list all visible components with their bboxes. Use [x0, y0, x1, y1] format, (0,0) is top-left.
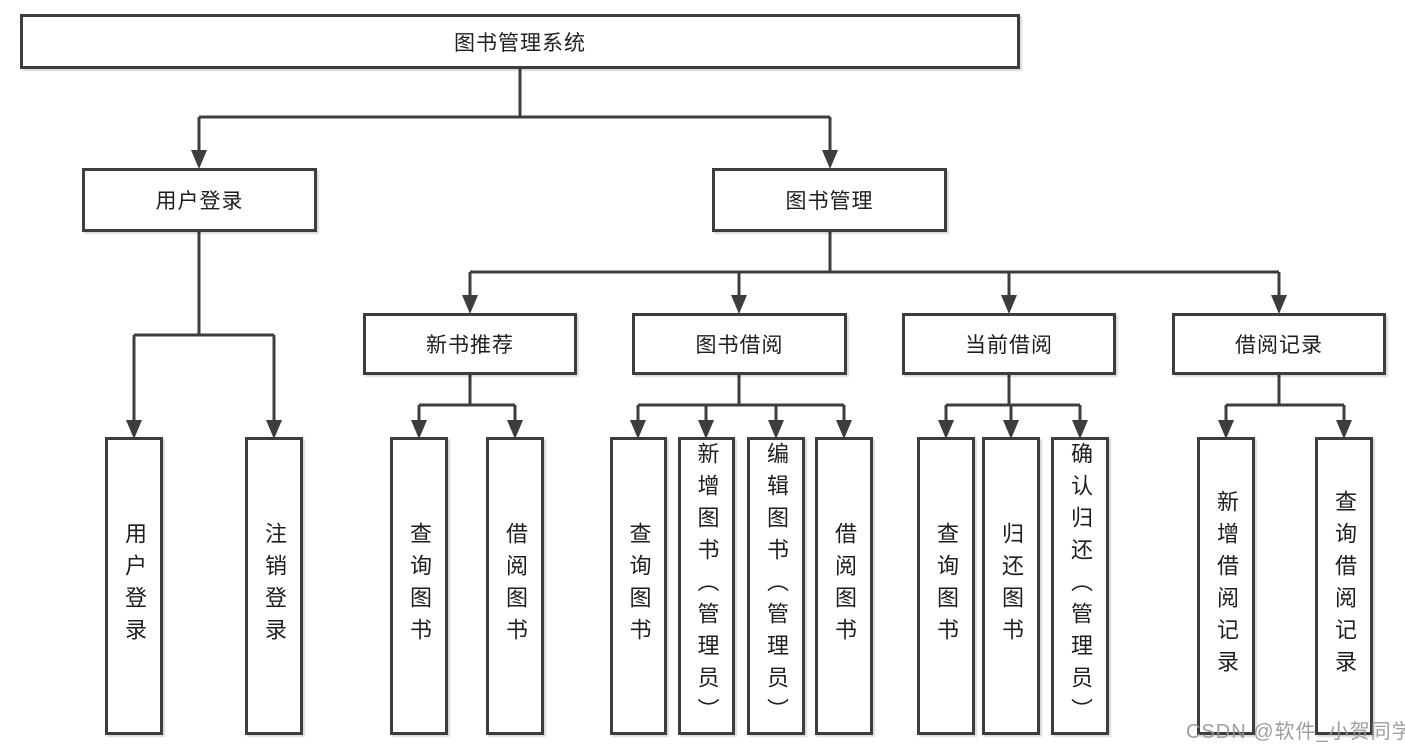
leaf-query-books-recommend: 查询图书: [390, 437, 448, 735]
leaf-edit-book-admin: 编辑图书（管理员）: [747, 437, 805, 735]
node-new-book-recommend: 新书推荐: [363, 313, 577, 375]
leaf-query-borrow-record: 查询借阅记录: [1315, 437, 1373, 735]
leaf-confirm-return-admin: 确认归还（管理员）: [1051, 437, 1109, 735]
leaf-query-books-borrow: 查询图书: [610, 437, 667, 735]
leaf-user-login: 用户登录: [105, 437, 163, 735]
leaf-label: 用户登录: [122, 522, 147, 650]
arrow-down-icon: [630, 420, 646, 439]
node-borrowing-records: 借阅记录: [1172, 313, 1386, 375]
leaf-label: 注销登录: [262, 522, 287, 650]
arrow-down-icon: [1271, 295, 1287, 314]
connector-current-borrow: [944, 375, 1082, 422]
arrowheads: [126, 150, 1352, 439]
leaf-label: 确认归还（管理员）: [1068, 442, 1093, 730]
leaf-label: 新增借阅记录: [1214, 490, 1239, 682]
arrow-down-icon: [1001, 295, 1017, 314]
leaf-borrow-books: 借阅图书: [815, 437, 873, 735]
leaf-label: 归还图书: [999, 522, 1024, 650]
node-book-borrowing: 图书借阅: [632, 313, 847, 375]
arrow-down-icon: [1072, 420, 1088, 439]
leaf-add-book-admin: 新增图书（管理员）: [678, 437, 735, 735]
arrow-down-icon: [266, 420, 282, 439]
leaf-label: 借阅图书: [503, 522, 528, 650]
arrow-down-icon: [938, 420, 954, 439]
connector-root: [197, 69, 832, 152]
leaf-label: 查询借阅记录: [1332, 490, 1357, 682]
arrow-down-icon: [1003, 420, 1019, 439]
arrow-down-icon: [836, 420, 852, 439]
leaf-return-book: 归还图书: [982, 437, 1040, 735]
leaf-label: 新增图书（管理员）: [694, 442, 720, 730]
connector-borrow-records: [1224, 375, 1346, 422]
arrow-down-icon: [822, 150, 838, 169]
node-root: 图书管理系统: [20, 14, 1020, 69]
connector-book-borrow: [636, 375, 846, 422]
node-user-login: 用户登录: [82, 168, 317, 232]
arrow-down-icon: [1218, 420, 1234, 439]
leaf-label: 查询图书: [626, 522, 652, 650]
arrow-down-icon: [768, 420, 784, 439]
leaf-query-books-current: 查询图书: [917, 437, 975, 735]
arrow-down-icon: [191, 150, 207, 169]
arrow-down-icon: [411, 420, 427, 439]
arrow-down-icon: [698, 420, 714, 439]
connector-book-mgmt: [468, 232, 1281, 297]
arrow-down-icon: [462, 295, 478, 314]
leaf-label: 查询图书: [407, 522, 432, 650]
connector-new-book: [417, 375, 517, 422]
connector-user-login: [132, 232, 276, 422]
leaf-add-borrow-record: 新增借阅记录: [1197, 437, 1255, 735]
node-book-management: 图书管理: [712, 168, 947, 232]
arrow-down-icon: [731, 295, 747, 314]
leaf-logout: 注销登录: [245, 437, 303, 735]
leaf-label: 编辑图书（管理员）: [764, 442, 789, 730]
arrow-down-icon: [507, 420, 523, 439]
arrow-down-icon: [126, 420, 142, 439]
csdn-watermark: CSDN @软件_小贺同学: [1186, 721, 1405, 743]
leaf-borrow-books-recommend: 借阅图书: [486, 437, 544, 735]
leaf-label: 借阅图书: [832, 522, 857, 650]
leaf-label: 查询图书: [934, 522, 959, 650]
node-current-borrowing: 当前借阅: [902, 313, 1116, 375]
arrow-down-icon: [1336, 420, 1352, 439]
